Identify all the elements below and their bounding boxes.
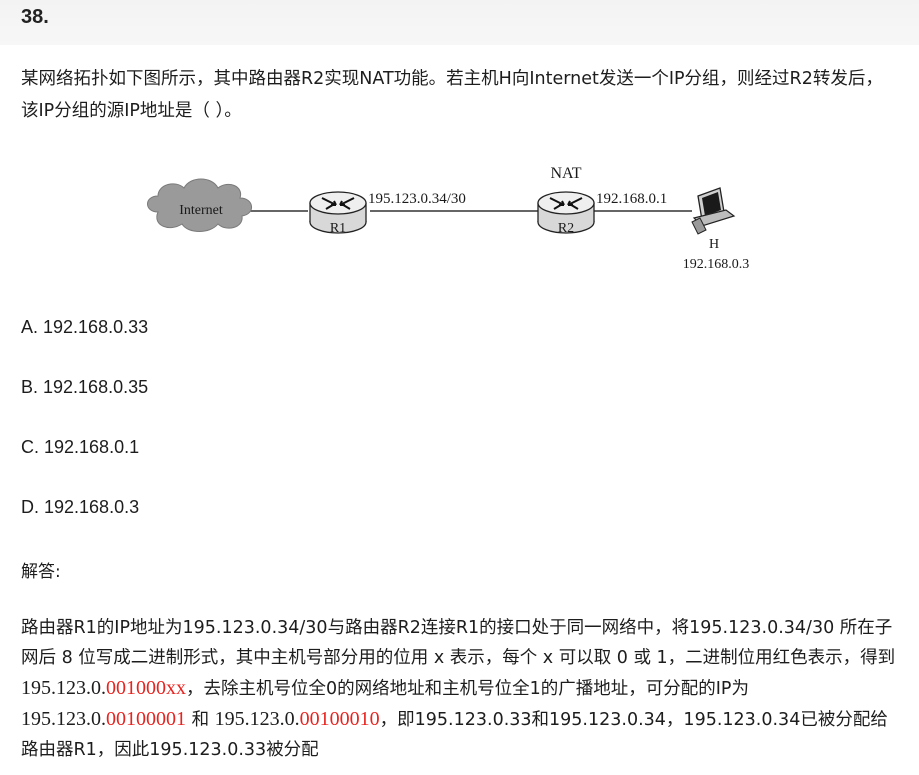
question-text: 某网络拓扑如下图所示，其中路由器R2实现NAT功能。若主机H向Internet发… <box>21 69 883 121</box>
r1-label: R1 <box>330 221 346 236</box>
question-number: 38. <box>21 6 49 28</box>
router-r2-icon <box>537 191 595 234</box>
host-computer-icon <box>691 187 736 235</box>
r2-ip-label: 192.168.0.1 <box>596 191 667 207</box>
first-usable-ip-binary: 195.123.0.00100001 <box>21 708 186 730</box>
network-topology-diagram: Internet R1 195.123.0.34/30 NAT R2 192.1… <box>147 165 750 272</box>
second-usable-ip-binary: 195.123.0.00100010 <box>214 708 380 730</box>
explanation-text: 路由器R1的IP地址为195.123.0.34/30与路由器R2连接R1的接口处… <box>21 613 901 765</box>
question-header <box>0 0 919 45</box>
r1-ip-label: 195.123.0.34/30 <box>368 191 466 207</box>
router-r1-icon <box>309 191 367 234</box>
explanation-part-2: ，去除主机号位全0的网络地址和主机号位全1的广播地址，可分配的IP为 <box>186 679 749 699</box>
nat-label: NAT <box>550 165 581 182</box>
explanation-part-3: ，即195.123.0.33和195.123.0.34，195.123.0.34… <box>21 710 888 760</box>
subnet-address-binary: 195.123.0.001000xx <box>21 677 186 699</box>
internet-label: Internet <box>179 203 223 218</box>
host-ip-label: 192.168.0.3 <box>683 257 750 272</box>
option-b[interactable]: B. 192.168.0.35 <box>21 377 149 397</box>
and-connector: 和 <box>186 710 215 730</box>
explanation-part-1: 路由器R1的IP地址为195.123.0.34/30与路由器R2连接R1的接口处… <box>21 618 896 668</box>
internet-cloud-icon <box>147 178 252 232</box>
host-label: H <box>709 237 719 252</box>
answer-heading: 解答: <box>21 562 61 582</box>
option-c[interactable]: C. 192.168.0.1 <box>21 437 140 457</box>
r2-label: R2 <box>558 221 574 236</box>
option-a[interactable]: A. 192.168.0.33 <box>21 317 149 337</box>
option-d[interactable]: D. 192.168.0.3 <box>21 497 140 517</box>
